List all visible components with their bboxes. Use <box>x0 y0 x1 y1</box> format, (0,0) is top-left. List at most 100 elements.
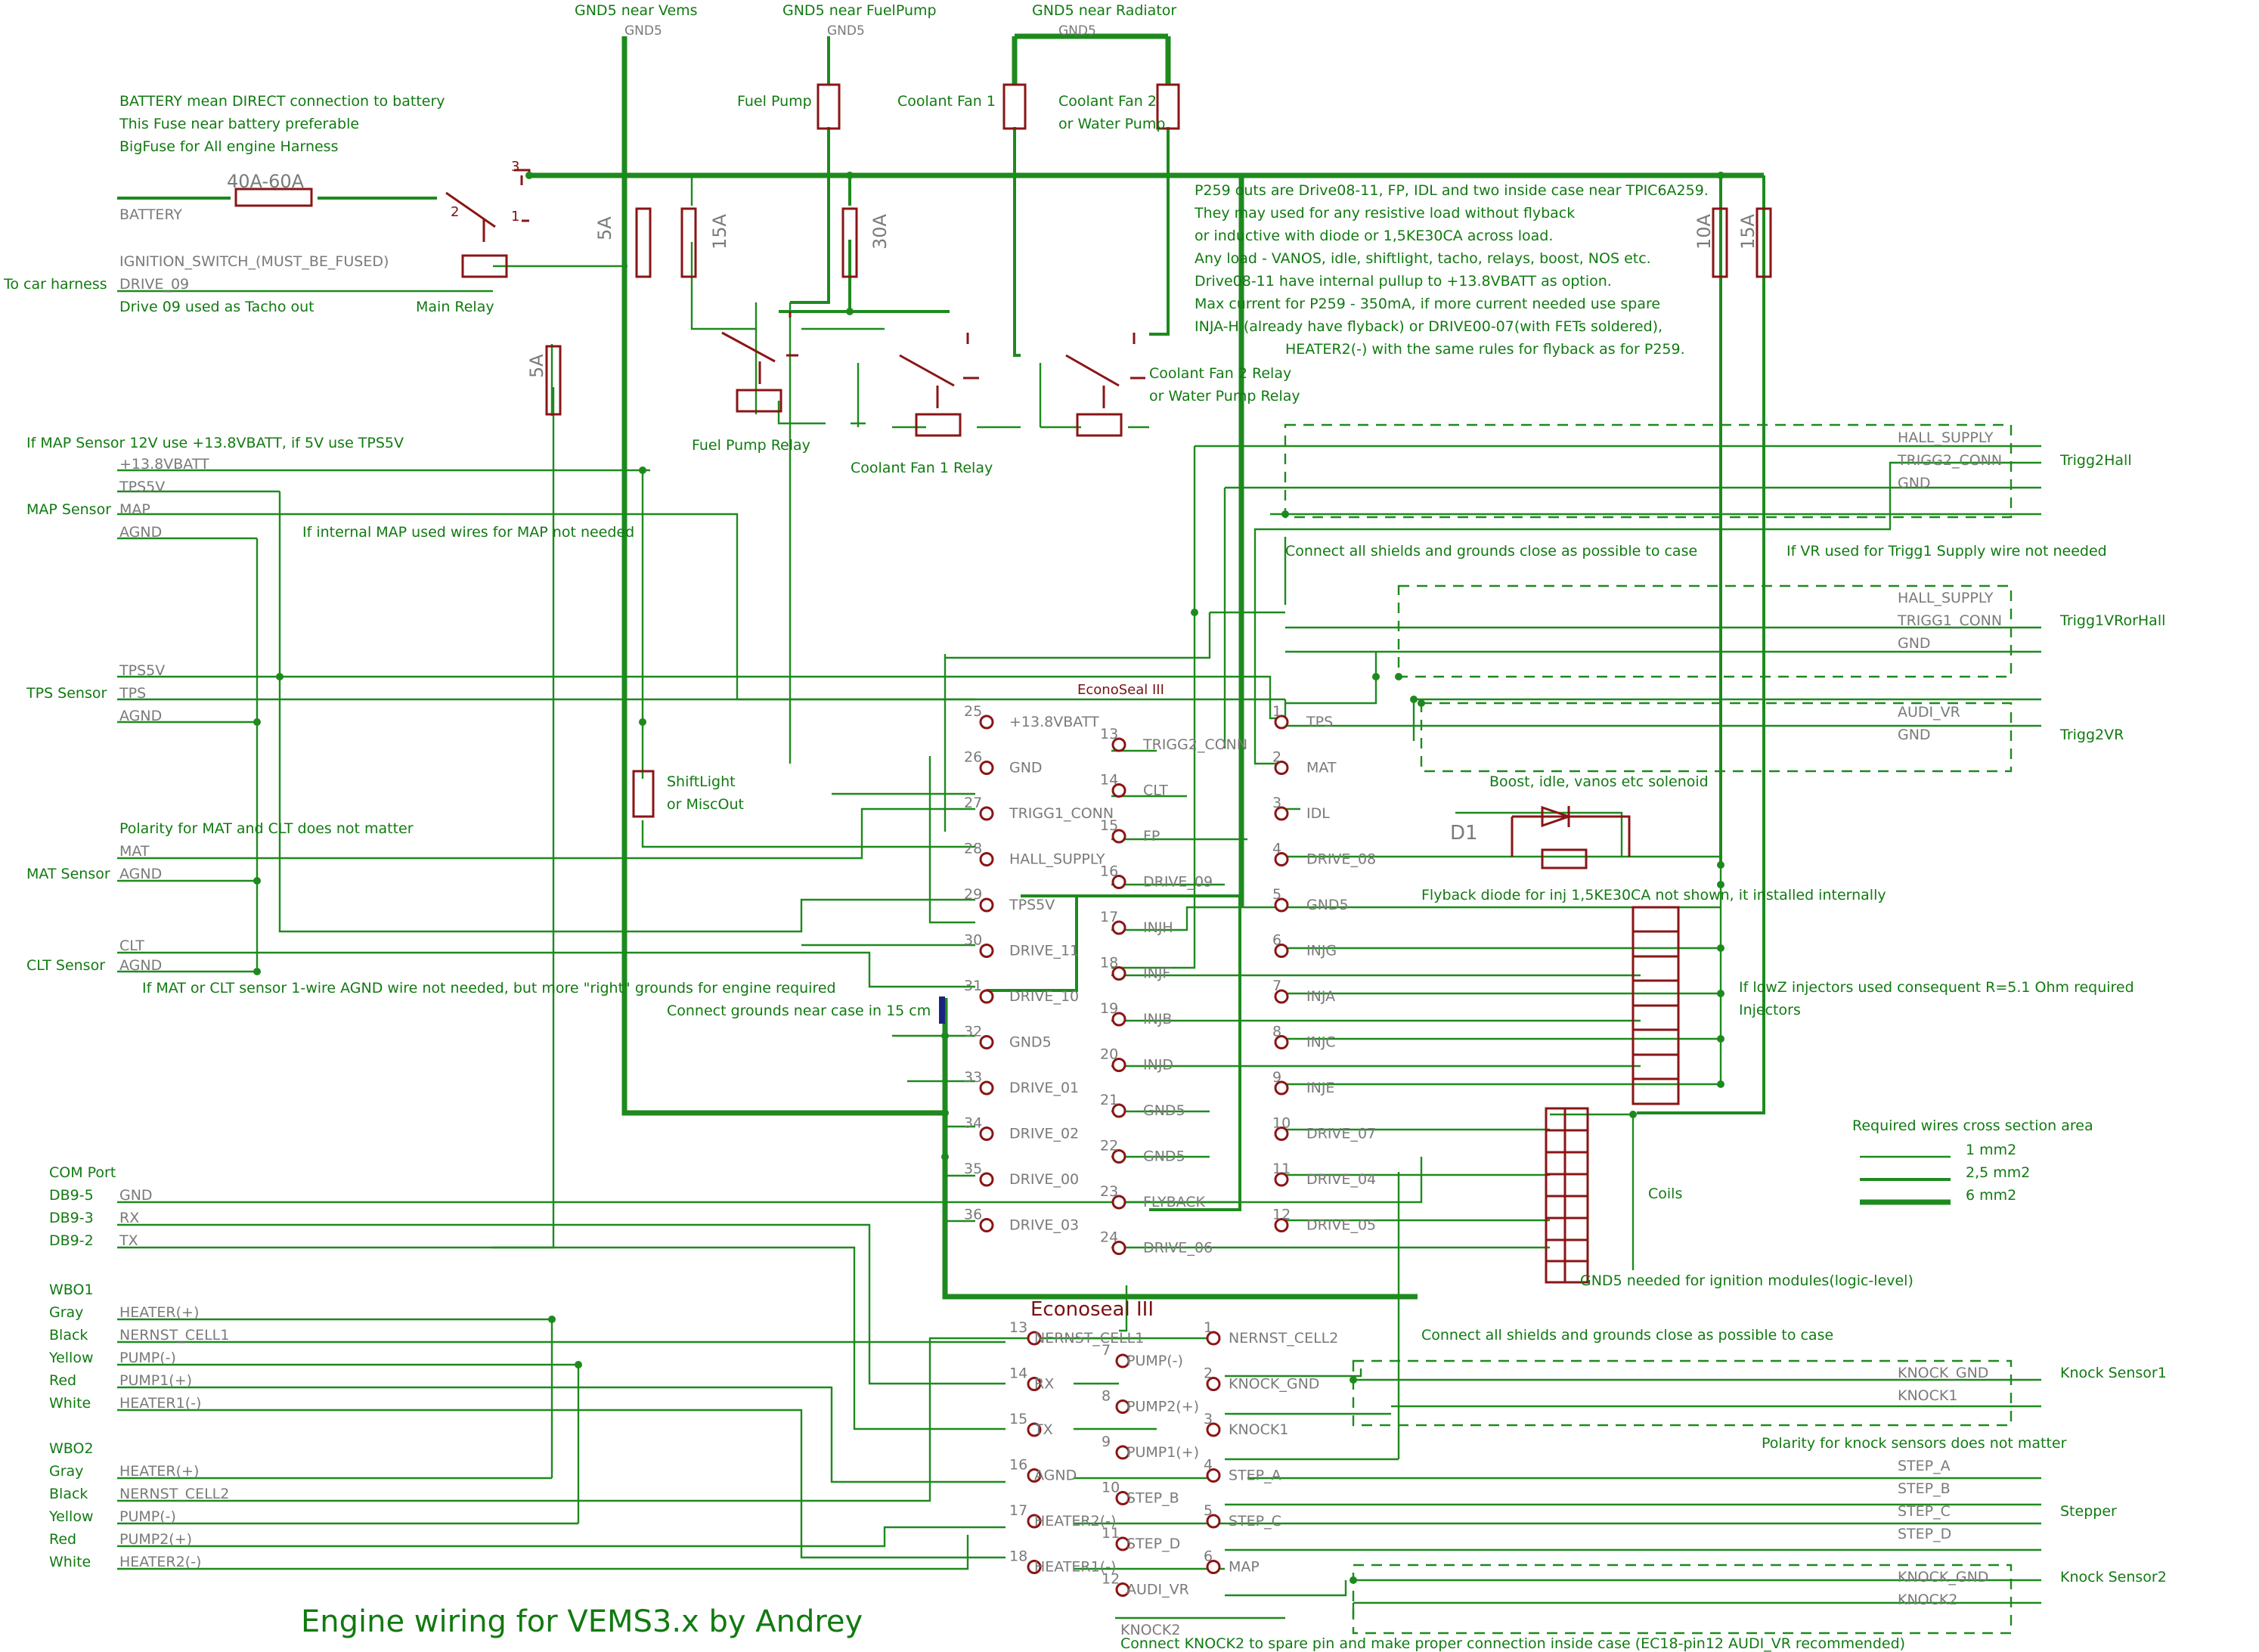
econoseal2-right-pin-label: STEP_A <box>1229 1468 1281 1484</box>
econoseal1-left-pin-label: DRIVE_02 <box>1009 1126 1079 1142</box>
com-title: COM Port <box>49 1164 116 1181</box>
econoseal1-left-pin-number: 29 <box>964 886 982 903</box>
econoseal2-right-pin-5 <box>1206 1514 1221 1529</box>
econoseal2-left-pin-number: 13 <box>1009 1319 1027 1336</box>
econoseal2-left-pin-label: TX <box>1033 1421 1053 1438</box>
econoseal2-mid-pin-label: PUMP1(+) <box>1126 1444 1199 1461</box>
main-relay-pin1: 1 <box>511 209 519 225</box>
econoseal2-right-pin-4 <box>1206 1468 1221 1483</box>
wbo1-color-4: Red <box>49 1372 76 1389</box>
trigg2vr-label: Trigg2VR <box>2059 727 2124 743</box>
fan2-relay-coil <box>1076 413 1123 437</box>
gnd-label-3: GND <box>1898 727 1931 743</box>
injectors-label: Injectors <box>1739 1002 1801 1018</box>
shields-note-1: Connect all shields and grounds close as… <box>1285 543 1697 559</box>
econoseal1-mid-pin-label: GND5 <box>1143 1102 1185 1119</box>
main-relay-label: Main Relay <box>416 299 494 315</box>
econoseal1-mid-pin-label: DRIVE_06 <box>1143 1240 1213 1257</box>
econoseal1-right-pin-12 <box>1274 1218 1289 1232</box>
econoseal1-mid-pin-16 <box>1111 875 1126 889</box>
econoseal1-right-pin-3 <box>1274 806 1289 821</box>
econoseal1-mid-pin-label: FLYBACK <box>1143 1194 1206 1210</box>
thin-wires <box>117 175 2041 1619</box>
econoseal2-left-pin-label: RX <box>1034 1376 1054 1393</box>
econoseal1-right-pin-7 <box>1274 989 1289 1004</box>
p259-note-1: They may used for any resistive load wit… <box>1194 205 1575 222</box>
wbo1-sig-1: HEATER(+) <box>119 1304 199 1321</box>
econoseal1-mid-pin-number: 15 <box>1100 817 1118 834</box>
p259-note-3: Any load - VANOS, idle, shiftlight, tach… <box>1195 250 1651 267</box>
econoseal2-right-pin-number: 3 <box>1204 1411 1213 1427</box>
tps-sensor-label: TPS Sensor <box>26 685 107 702</box>
ground-tie-marker <box>939 996 945 1024</box>
agnd-wire-label-1: AGND <box>119 524 162 541</box>
wbo2-sig-3: PUMP(-) <box>119 1508 176 1525</box>
tacho-note: Drive 09 used as Tacho out <box>119 299 315 315</box>
trigg1-conn-label: TRIGG1_CONN <box>1897 612 2002 629</box>
econoseal2-right-pin-label: KNOCK1 <box>1229 1421 1288 1438</box>
econoseal1-mid-pin-label: INJB <box>1143 1011 1172 1027</box>
econoseal2-mid-pin-number: 11 <box>1102 1525 1120 1542</box>
fuel-pump-label: Fuel Pump <box>737 93 812 110</box>
econoseal2-left-pin-number: 17 <box>1009 1502 1027 1519</box>
econoseal1-mid-pin-number: 19 <box>1100 1000 1118 1017</box>
fuse-5a-b <box>545 345 562 416</box>
vr-note: If VR used for Trigg1 Supply wire not ne… <box>1786 543 2107 559</box>
econoseal1-mid-pin-number: 14 <box>1100 772 1118 789</box>
econoseal1-right-pin-number: 9 <box>1272 1069 1281 1086</box>
econoseal1-left-pin-number: 34 <box>964 1115 982 1132</box>
wbo1-sig-5: HEATER1(-) <box>119 1395 201 1412</box>
econoseal2-left-pin-18 <box>1027 1560 1042 1574</box>
battery-note-3: BigFuse for All engine Harness <box>119 138 338 155</box>
knock2-label: KNOCK2 <box>1898 1592 1957 1608</box>
econoseal1-mid-pin-number: 20 <box>1100 1046 1118 1063</box>
econoseal1-right-pin-label: GND5 <box>1306 897 1349 913</box>
wbo1-color-2: Black <box>49 1327 88 1344</box>
wbo2-title: WBO2 <box>49 1440 94 1457</box>
lowz-note: If lowZ injectors used consequent R=5.1 … <box>1739 979 2134 996</box>
econoseal2-left-pin-16 <box>1027 1468 1042 1483</box>
wbo1-sig-2: NERNST_CELL1 <box>119 1327 229 1344</box>
fuse-15a-b <box>1755 207 1772 278</box>
econoseal1-right-pin-2 <box>1274 761 1289 775</box>
legend-title: Required wires cross section area <box>1852 1117 2093 1134</box>
p259-note-2: or inductive with diode or 1,5KE30CA acr… <box>1195 228 1553 244</box>
water-pump-label: or Water Pump <box>1058 116 1165 132</box>
junction-dots <box>253 172 1724 1584</box>
econoseal1-right-pin-number: 8 <box>1272 1024 1281 1040</box>
econoseal1-right-pin-8 <box>1274 1035 1289 1049</box>
econoseal2-right-pin-number: 1 <box>1204 1319 1213 1336</box>
main-relay-pin2: 2 <box>451 204 459 220</box>
econoseal1-mid-pin-number: 23 <box>1100 1183 1118 1200</box>
econoseal1-mid-pin-label: TRIGG2_CONN <box>1142 736 1247 753</box>
trigg1vr-label: Trigg1VRorHall <box>2059 612 2165 629</box>
d1-label: D1 <box>1450 822 1478 845</box>
econoseal2-left-pin-label: HEATER1(-) <box>1034 1559 1116 1576</box>
econoseal1-left-pin-27 <box>979 806 994 821</box>
coils-label: Coils <box>1648 1186 1682 1202</box>
econoseal2-mid-pin-label: PUMP2(+) <box>1126 1399 1199 1415</box>
labels: GND5 near Vems GND5 GND5 near FuelPump G… <box>3 2 2167 1652</box>
mat-sensor-label: MAT Sensor <box>26 866 110 882</box>
vbatt-wire-label: +13.8VBATT <box>119 456 209 473</box>
econoseal1-mid-pin-label: CLT <box>1143 783 1168 799</box>
main-fuse-label: 40A-60A <box>227 171 305 192</box>
econoseal1-left-pin-number: 33 <box>964 1069 982 1086</box>
fan1-label: Coolant Fan 1 <box>897 93 996 110</box>
econoseal1-mid-pin-15 <box>1111 829 1126 844</box>
step-d-label: STEP_D <box>1898 1526 1951 1542</box>
gnd5-label-2: GND5 <box>827 23 865 39</box>
wbo2-color-1: Gray <box>49 1463 83 1480</box>
econoseal1-right-pin-number: 5 <box>1272 886 1281 903</box>
coil-bank <box>1545 1107 1589 1284</box>
econoseal1-right-pin-label: TPS <box>1306 714 1333 730</box>
wbo2-color-4: Red <box>49 1531 76 1548</box>
wbo2-color-3: Yellow <box>48 1508 94 1525</box>
econoseal2-mid-pin-label: STEP_B <box>1126 1490 1179 1507</box>
econoseal2-mid-pin-10 <box>1115 1491 1130 1505</box>
econoseal1-right-pin-4 <box>1274 852 1289 866</box>
fuse-5a-label: 5A <box>594 216 615 240</box>
p259-note-7: HEATER2(-) with the same rules for flyba… <box>1285 341 1685 358</box>
gnd-label-1: GND <box>1898 475 1931 491</box>
econoseal2-left-pin-number: 18 <box>1009 1548 1027 1565</box>
